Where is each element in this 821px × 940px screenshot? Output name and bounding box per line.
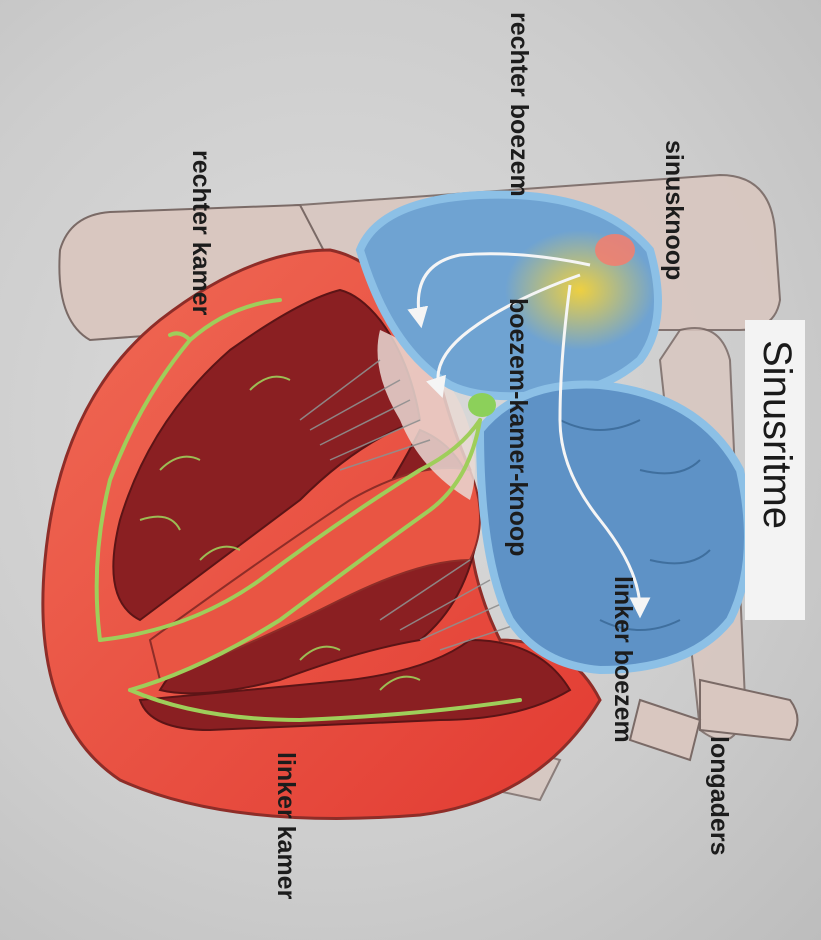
label-rechter-boezem: rechter boezem [506,12,531,197]
diagram-title: Sinusritme [757,340,797,529]
label-linker-boezem: linker boezem [610,576,635,743]
sinus-node-marker [595,234,635,266]
label-sinusknoop: sinusknoop [661,140,686,280]
label-linker-kamer: linker kamer [273,752,298,899]
label-longaders: longaders [706,736,731,855]
title-box: Sinusritme [745,320,805,620]
label-boezem-kamer-knoop: boezem-kamer-knoop [505,298,530,556]
label-rechter-kamer: rechter kamer [188,150,213,315]
av-node-marker [468,393,496,417]
